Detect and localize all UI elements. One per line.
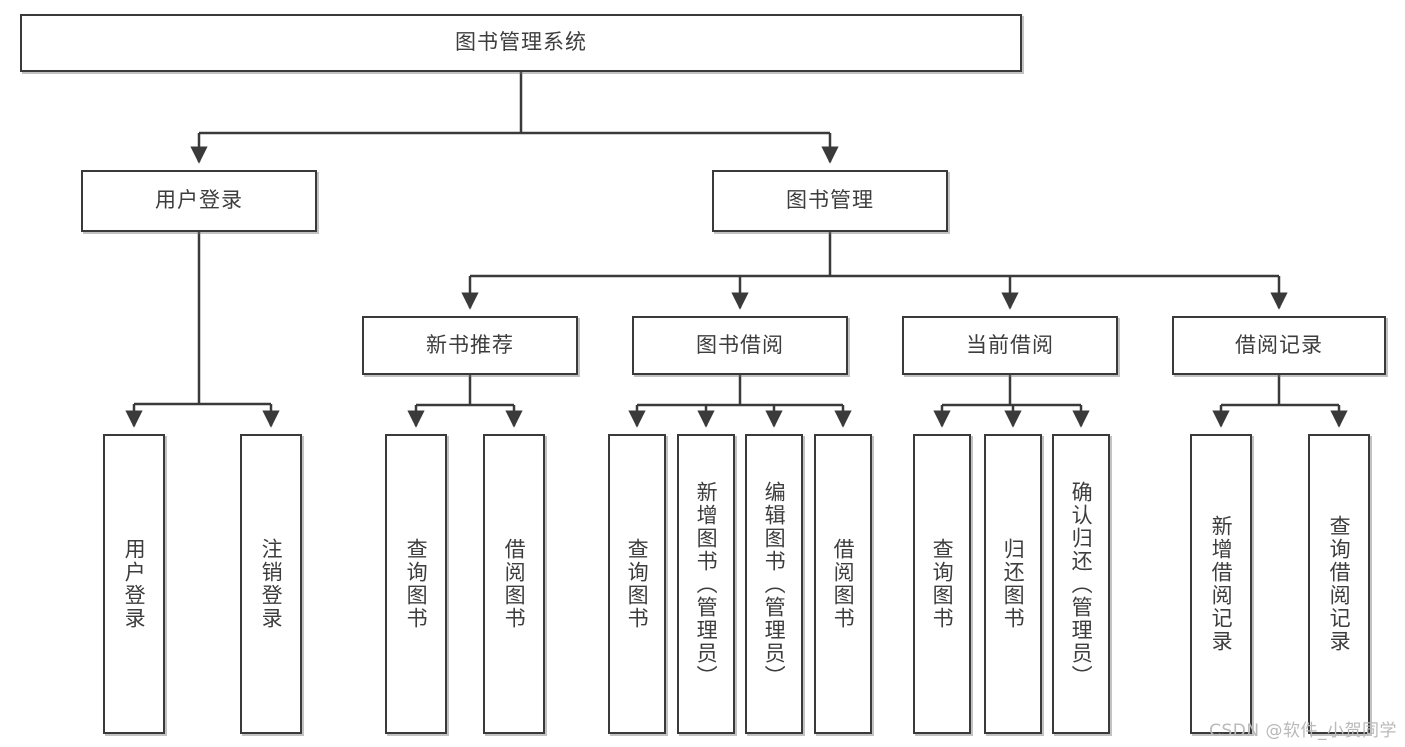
leaf-label: 借阅图书	[502, 538, 527, 630]
leaf-label: 查询图书	[404, 538, 429, 630]
leaf-label: 新增图书（管理员）	[694, 480, 719, 688]
leaf-label: 用户登录	[122, 538, 147, 630]
leaf-add-book-admin[interactable]: 新增图书（管理员）	[677, 434, 735, 734]
node-new-book-recommendation[interactable]: 新书推荐	[362, 316, 578, 375]
node-current-borrow[interactable]: 当前借阅	[902, 316, 1118, 375]
leaf-user-login[interactable]: 用户登录	[103, 434, 165, 734]
leaf-label: 新增借阅记录	[1209, 515, 1234, 653]
leaf-borrow-book-recommend[interactable]: 借阅图书	[483, 434, 545, 734]
leaf-add-borrow-record[interactable]: 新增借阅记录	[1190, 434, 1252, 734]
leaf-label: 确认归还（管理员）	[1069, 480, 1094, 688]
leaf-query-book-current[interactable]: 查询图书	[913, 434, 971, 734]
node-user-login[interactable]: 用户登录	[81, 170, 317, 232]
node-book-borrow[interactable]: 图书借阅	[632, 316, 848, 375]
leaf-label: 查询图书	[625, 538, 650, 630]
leaf-query-book-borrow[interactable]: 查询图书	[608, 434, 666, 734]
leaf-query-book-recommend[interactable]: 查询图书	[385, 434, 447, 734]
node-root[interactable]: 图书管理系统	[20, 14, 1022, 72]
watermark: CSDN @软件_小贺同学	[1209, 721, 1397, 741]
leaf-label: 归还图书	[1001, 538, 1026, 630]
leaf-query-borrow-record[interactable]: 查询借阅记录	[1308, 434, 1370, 734]
leaf-label: 借阅图书	[831, 538, 856, 630]
leaf-label: 编辑图书（管理员）	[762, 480, 787, 688]
leaf-label: 查询图书	[930, 538, 955, 630]
node-book-management[interactable]: 图书管理	[712, 170, 948, 232]
leaf-edit-book-admin[interactable]: 编辑图书（管理员）	[745, 434, 803, 734]
leaf-label: 注销登录	[259, 538, 284, 630]
leaf-confirm-return-admin[interactable]: 确认归还（管理员）	[1052, 434, 1110, 734]
leaf-borrow-book[interactable]: 借阅图书	[814, 434, 872, 734]
node-borrow-record[interactable]: 借阅记录	[1172, 316, 1386, 375]
leaf-return-book[interactable]: 归还图书	[984, 434, 1042, 734]
leaf-logout-login[interactable]: 注销登录	[240, 434, 302, 734]
leaf-label: 查询借阅记录	[1327, 515, 1352, 653]
